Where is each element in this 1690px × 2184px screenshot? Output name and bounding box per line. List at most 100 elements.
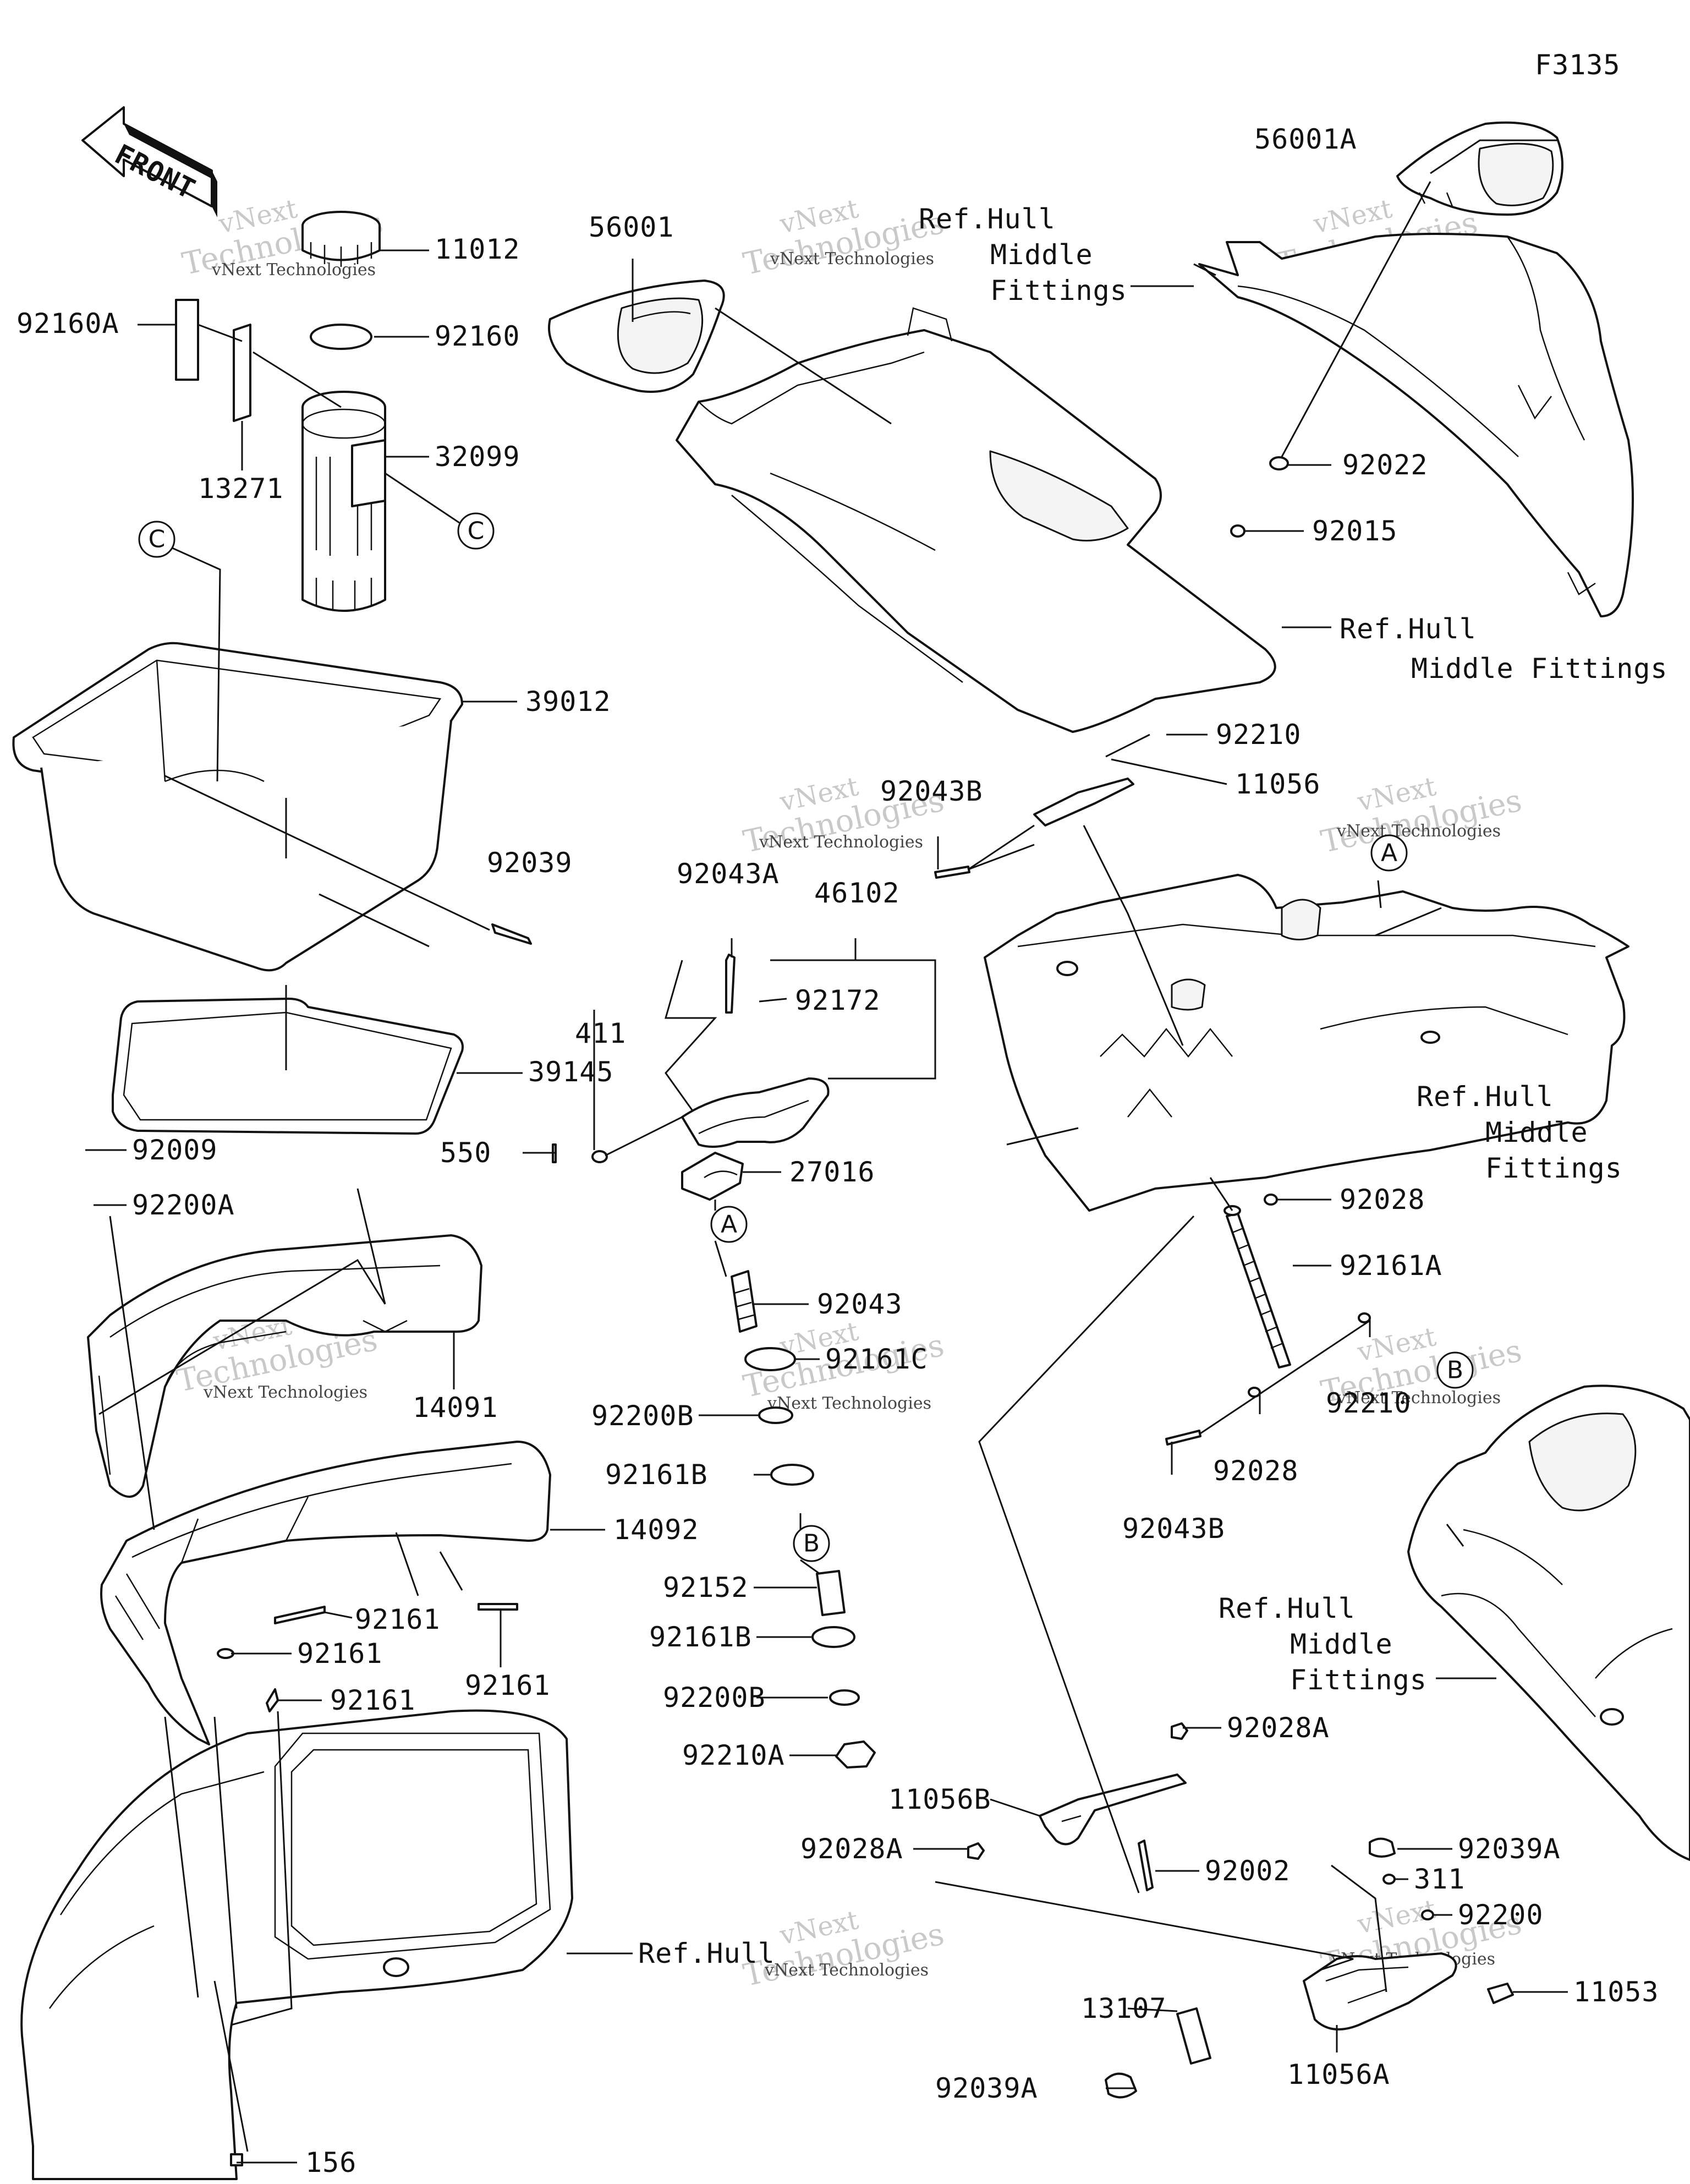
clip-11053 [1487,1983,1514,2004]
callout-27016: 27016 [789,1156,875,1188]
callout-92161-c: 92161 [330,1684,416,1716]
spring-92161A [1223,1205,1291,1369]
callout-39145: 39145 [528,1056,614,1088]
collar-92152 [816,1570,846,1616]
watermark-brand: vNext Technologies [764,1961,929,1980]
shaft-13107 [1176,2007,1211,2065]
callout-11053: 11053 [1573,1976,1659,2008]
bracket-11056A [1303,1952,1457,2030]
duct-14092 [100,1441,551,1745]
callout-11056B: 11056B [888,1783,991,1815]
mirror-56001 [548,280,725,393]
callout-46102: 46102 [814,877,900,909]
callout-13271: 13271 [198,473,284,505]
svg-text:A: A [1381,839,1397,867]
callout-92161B-2: 92161B [649,1621,752,1653]
callout-92161B-1: 92161B [605,1459,708,1491]
callout-92200B-2: 92200B [663,1682,766,1714]
callout-32099: 32099 [435,441,520,473]
ref-right-line2: Middle [1485,1116,1588,1148]
callout-550: 550 [440,1137,491,1169]
middle-cover-top [676,307,1276,733]
circle-marker-b-mid: B [793,1525,830,1562]
callout-92043B-top: 92043B [880,775,983,807]
rivet-92161-b [217,1648,234,1659]
watermark-brand: vNext Technologies [203,1383,367,1402]
callout-11056A: 11056A [1287,2059,1390,2090]
bushing-92161B-2 [811,1626,855,1648]
svg-text:C: C [149,526,166,554]
band-13271 [233,324,251,422]
callout-92161-b: 92161 [297,1638,383,1670]
bolt-92043B-bottom [1165,1430,1201,1446]
ref-hull: Ref.Hull [638,1937,775,1969]
callout-411: 411 [575,1017,626,1049]
washer-92022 [1269,456,1289,470]
circle-marker-b-right: B [1436,1351,1474,1389]
watermark-brand: vNext Technologies [770,249,934,269]
bushing-92161B-1 [770,1464,814,1486]
oring-92160 [310,324,372,350]
nut-92028A-left [967,1842,985,1860]
callout-92172: 92172 [795,984,881,1016]
rivet-156 [230,2153,243,2166]
circle-marker-c-top-left: C [138,521,175,558]
callout-92161-d: 92161 [465,1670,551,1701]
callout-14092: 14092 [613,1514,699,1546]
ref-mid-line2: Middle Fittings [1411,653,1668,685]
ref-right-line1: Ref.Hull [1417,1081,1554,1113]
callout-92210-right: 92210 [1326,1387,1412,1419]
middle-cover-center [984,874,1629,1212]
bolt-92043A [725,954,736,1014]
ref-low-line3: Fittings [1290,1664,1427,1696]
circle-marker-a-upper: A [1370,834,1408,872]
callout-92002: 92002 [1205,1855,1291,1887]
callout-92028-top: 92028 [1340,1184,1425,1216]
callout-92200: 92200 [1458,1899,1544,1931]
clip-92039A-top [1369,1837,1396,1858]
bolt-92002 [1138,1840,1154,1891]
callout-92028A-left: 92028A [800,1833,903,1865]
washer-411 [591,1150,608,1163]
middle-cover-lower-right [1407,1384,1690,1861]
bracket-11056 [1033,778,1134,826]
callout-92152: 92152 [663,1572,749,1603]
ref-low-line1: Ref.Hull [1219,1592,1356,1624]
clip-92028-top [1264,1194,1278,1206]
callout-92200A: 92200A [132,1189,235,1221]
rivet-92161-c [266,1688,279,1712]
stud-92043 [731,1270,758,1333]
ref-top-line1: Ref.Hull [919,203,1056,235]
clip-92039A-bottom [1105,2072,1137,2099]
hull-ref [20,1709,573,2180]
callout-92043A: 92043A [677,858,780,890]
callout-92043: 92043 [817,1288,903,1320]
nut-92210A [835,1740,876,1769]
watermark-brand: vNext Technologies [1336,1388,1501,1408]
svg-text:B: B [803,1530,820,1558]
pad-92160A [175,299,199,381]
watermark-brand: vNext Technologies [1336,822,1501,841]
ref-low-line2: Middle [1290,1628,1393,1660]
callout-92161-a: 92161 [355,1603,441,1635]
bracket-11056B [1039,1774,1187,1846]
leader-lines [85,139,1568,2164]
callout-92039: 92039 [487,847,573,879]
callout-11012: 11012 [435,233,520,265]
callout-92161C: 92161C [825,1343,928,1375]
callout-92039A-bottom: 92039A [935,2072,1038,2104]
ref-right-line3: Fittings [1485,1152,1622,1184]
washer-92200B-2 [829,1689,860,1706]
mirror-56001A [1396,121,1563,216]
watermark-brand: vNext Technologies [767,1394,931,1413]
figure-code: F3135 [1535,49,1621,81]
watermark-brand: vNext Technologies [759,833,923,852]
washer-92200B-1 [758,1406,793,1424]
callout-labels: 11012 92160A 92160 13271 32099 39012 920… [17,123,1659,2178]
watermark-brand: vNext Technologies [211,260,376,280]
nut-92015 [1230,524,1245,538]
callout-11056: 11056 [1235,768,1321,800]
callout-92028A-right: 92028A [1227,1712,1330,1744]
callout-92160: 92160 [435,320,520,352]
